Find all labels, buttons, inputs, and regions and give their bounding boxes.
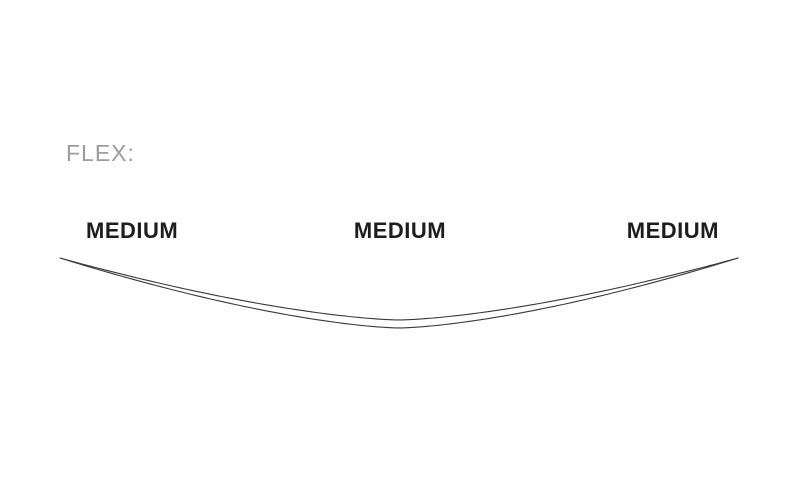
flex-label-center: MEDIUM — [353, 218, 447, 243]
flex-label-tail: MEDIUM — [626, 218, 719, 243]
flex-label-nose: MEDIUM — [86, 218, 179, 243]
board-top-outline — [59, 257, 739, 321]
board-bottom-outline — [59, 257, 739, 329]
flex-heading: FLEX: — [66, 140, 135, 166]
